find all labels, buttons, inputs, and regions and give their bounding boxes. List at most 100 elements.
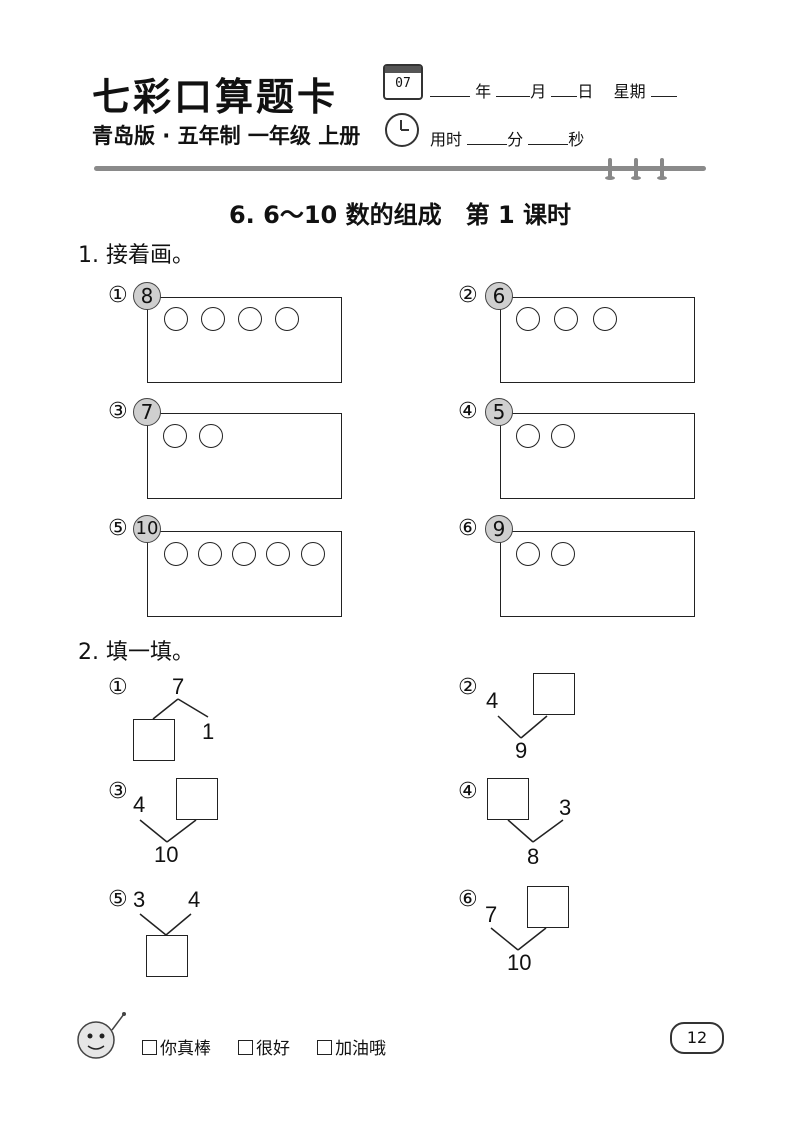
bond-whole: 8	[527, 844, 540, 869]
bond-whole: 10	[154, 842, 179, 867]
checkbox[interactable]	[142, 1040, 157, 1055]
bond-line	[139, 819, 168, 843]
date-fill-line: 年 月 日 星期	[430, 78, 677, 102]
year-label: 年	[475, 82, 492, 101]
bond-part-left: 4	[133, 792, 146, 817]
month-blank[interactable]	[496, 82, 531, 97]
circle-drawn	[516, 424, 540, 448]
time-fill-line: 用时 分 秒	[430, 126, 584, 150]
circle-drawn	[551, 424, 575, 448]
bond-part-right: 1	[202, 719, 215, 744]
bond-line	[497, 715, 522, 739]
item-marker: ⑥	[458, 887, 478, 912]
circle-drawn	[164, 542, 188, 566]
item-marker: ①	[108, 283, 128, 308]
bond-line	[507, 819, 534, 843]
weekday-label: 星期	[613, 82, 646, 101]
rating-option[interactable]: 加油哦	[317, 1039, 386, 1059]
item-marker: ③	[108, 779, 128, 804]
circle-drawn	[201, 307, 225, 331]
answer-box[interactable]	[487, 778, 529, 820]
second-blank[interactable]	[528, 130, 569, 145]
pin-icon	[657, 158, 667, 180]
item-marker: ③	[108, 399, 128, 424]
bond-whole: 9	[515, 738, 528, 763]
bond-line	[139, 913, 167, 936]
header-divider	[94, 166, 706, 171]
circle-drawn	[232, 542, 256, 566]
circle-drawn	[275, 307, 299, 331]
circle-drawn	[198, 542, 222, 566]
calendar-icon: 07	[383, 64, 423, 100]
item-marker: ④	[458, 399, 478, 424]
circle-drawn	[516, 307, 540, 331]
bond-line	[517, 927, 547, 951]
rating-label: 你真棒	[160, 1039, 211, 1059]
target-number-badge: 5	[485, 398, 513, 426]
bond-part-left: 4	[486, 688, 499, 713]
page-number: 12	[670, 1022, 724, 1054]
weekday-blank[interactable]	[650, 82, 677, 97]
rating-label: 加油哦	[335, 1039, 387, 1059]
clock-icon	[385, 113, 419, 147]
target-number-badge: 6	[485, 282, 513, 310]
pin-icon	[631, 158, 641, 180]
target-number-badge: 8	[133, 282, 161, 310]
circle-drawn	[554, 307, 578, 331]
rating-option[interactable]: 你真棒	[142, 1039, 211, 1059]
circle-drawn	[164, 307, 188, 331]
answer-box[interactable]	[527, 886, 569, 928]
circle-drawn	[551, 542, 575, 566]
bond-whole: 7	[172, 674, 185, 699]
section2-heading: 2. 填一填。	[78, 640, 194, 665]
pin-icon	[605, 158, 615, 180]
bond-part-right: 3	[559, 795, 572, 820]
rating-options: 你真棒 很好 加油哦	[142, 1034, 386, 1059]
day-blank[interactable]	[551, 82, 578, 97]
mascot-icon	[77, 1012, 126, 1059]
circle-drawn	[516, 542, 540, 566]
item-marker: ⑤	[108, 516, 128, 541]
edition-label: 青岛版 · 五年制 一年级 上册	[92, 124, 361, 148]
section1-heading: 1. 接着画。	[78, 243, 194, 268]
item-marker: ②	[458, 675, 478, 700]
lesson-title: 6. 6～10 数的组成 第 1 课时	[228, 201, 572, 229]
brand-logo: 七彩口算题卡	[92, 74, 339, 119]
bond-part-left: 3	[133, 887, 146, 912]
minute-label: 分	[507, 130, 524, 149]
bond-whole: 10	[507, 950, 532, 975]
month-label: 月	[530, 82, 547, 101]
bond-part-right: 4	[188, 887, 201, 912]
rating-label: 很好	[256, 1039, 291, 1059]
bond-line	[520, 715, 548, 739]
bond-part-left: 7	[485, 902, 498, 927]
target-number-badge: 10	[133, 515, 161, 543]
minute-blank[interactable]	[467, 130, 508, 145]
bond-line	[177, 698, 209, 718]
answer-box[interactable]	[533, 673, 575, 715]
item-marker: ②	[458, 283, 478, 308]
checkbox[interactable]	[317, 1040, 333, 1055]
item-marker: ①	[108, 675, 128, 700]
second-label: 秒	[568, 130, 585, 149]
day-label: 日	[577, 82, 594, 101]
time-used-label: 用时	[430, 130, 463, 149]
rating-option[interactable]: 很好	[238, 1039, 290, 1059]
answer-box[interactable]	[146, 935, 188, 977]
checkbox[interactable]	[238, 1040, 254, 1055]
item-marker: ④	[458, 779, 478, 804]
bond-line	[152, 698, 179, 720]
circle-drawn	[199, 424, 223, 448]
bond-line	[490, 927, 519, 951]
target-number-badge: 7	[133, 398, 161, 426]
answer-box[interactable]	[133, 719, 175, 761]
answer-box[interactable]	[176, 778, 218, 820]
target-number-badge: 9	[485, 515, 513, 543]
circle-drawn	[238, 307, 262, 331]
circle-drawn	[593, 307, 617, 331]
bond-line	[532, 819, 564, 843]
circle-drawn	[301, 542, 325, 566]
year-blank[interactable]	[430, 82, 470, 97]
bond-line	[165, 913, 192, 936]
